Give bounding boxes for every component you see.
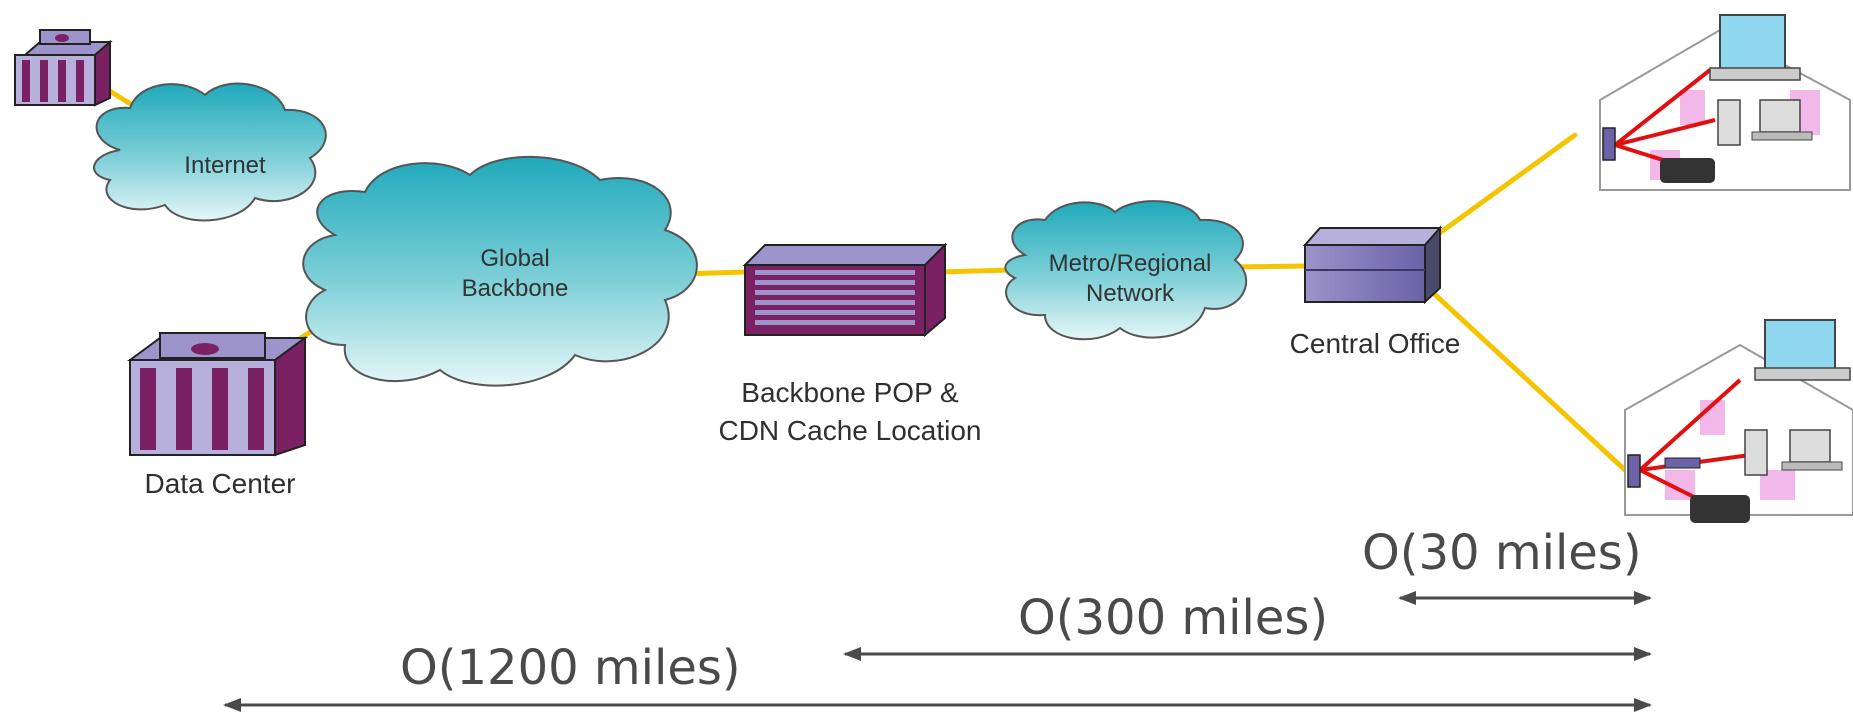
backbone-pop-label: Backbone POP & CDN Cache Location xyxy=(718,377,982,446)
home-1-icon xyxy=(1599,14,1851,191)
distance-300-label: O(300 miles) xyxy=(1018,590,1329,646)
link-co-home-2 xyxy=(1427,287,1628,473)
home-2-icon xyxy=(1624,319,1853,523)
distance-30-label: O(30 miles) xyxy=(1362,525,1642,581)
distance-arrows xyxy=(223,591,1652,712)
data-center-server-icon xyxy=(126,332,309,457)
central-office-label: Central Office xyxy=(1289,328,1461,359)
global-backbone-cloud xyxy=(302,155,698,387)
internet-server-icon xyxy=(14,29,113,107)
data-center-label: Data Center xyxy=(144,468,296,499)
metro-regional-label: Metro/Regional Network xyxy=(1048,250,1212,307)
central-office-icon xyxy=(1302,225,1443,305)
link-co-home-1 xyxy=(1427,132,1578,243)
internet-cloud xyxy=(93,82,327,222)
link-pop-metro xyxy=(937,267,1013,275)
backbone-pop-icon xyxy=(742,242,948,338)
distance-1200-label: O(1200 miles) xyxy=(400,640,741,696)
internet-label: Internet xyxy=(184,152,266,179)
metro-regional-cloud xyxy=(1004,200,1248,341)
global-backbone-label: Global Backbone xyxy=(461,245,569,302)
